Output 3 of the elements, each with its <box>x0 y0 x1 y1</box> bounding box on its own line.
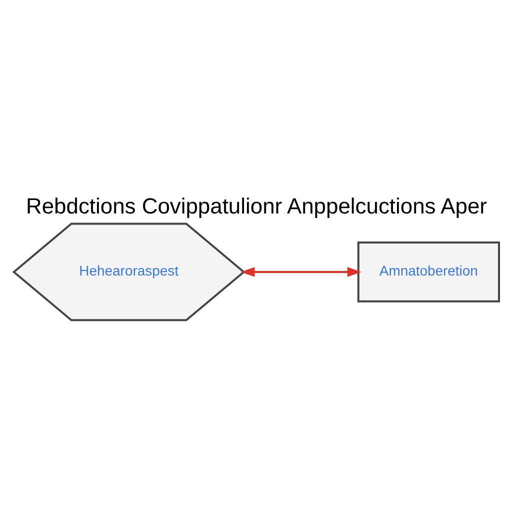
arrow <box>240 267 361 277</box>
node-box: Amnatoberetion <box>356 242 500 302</box>
diagram-title: Rebdctions Covippatulionr Anppelcuctions Aper <box>26 194 486 219</box>
